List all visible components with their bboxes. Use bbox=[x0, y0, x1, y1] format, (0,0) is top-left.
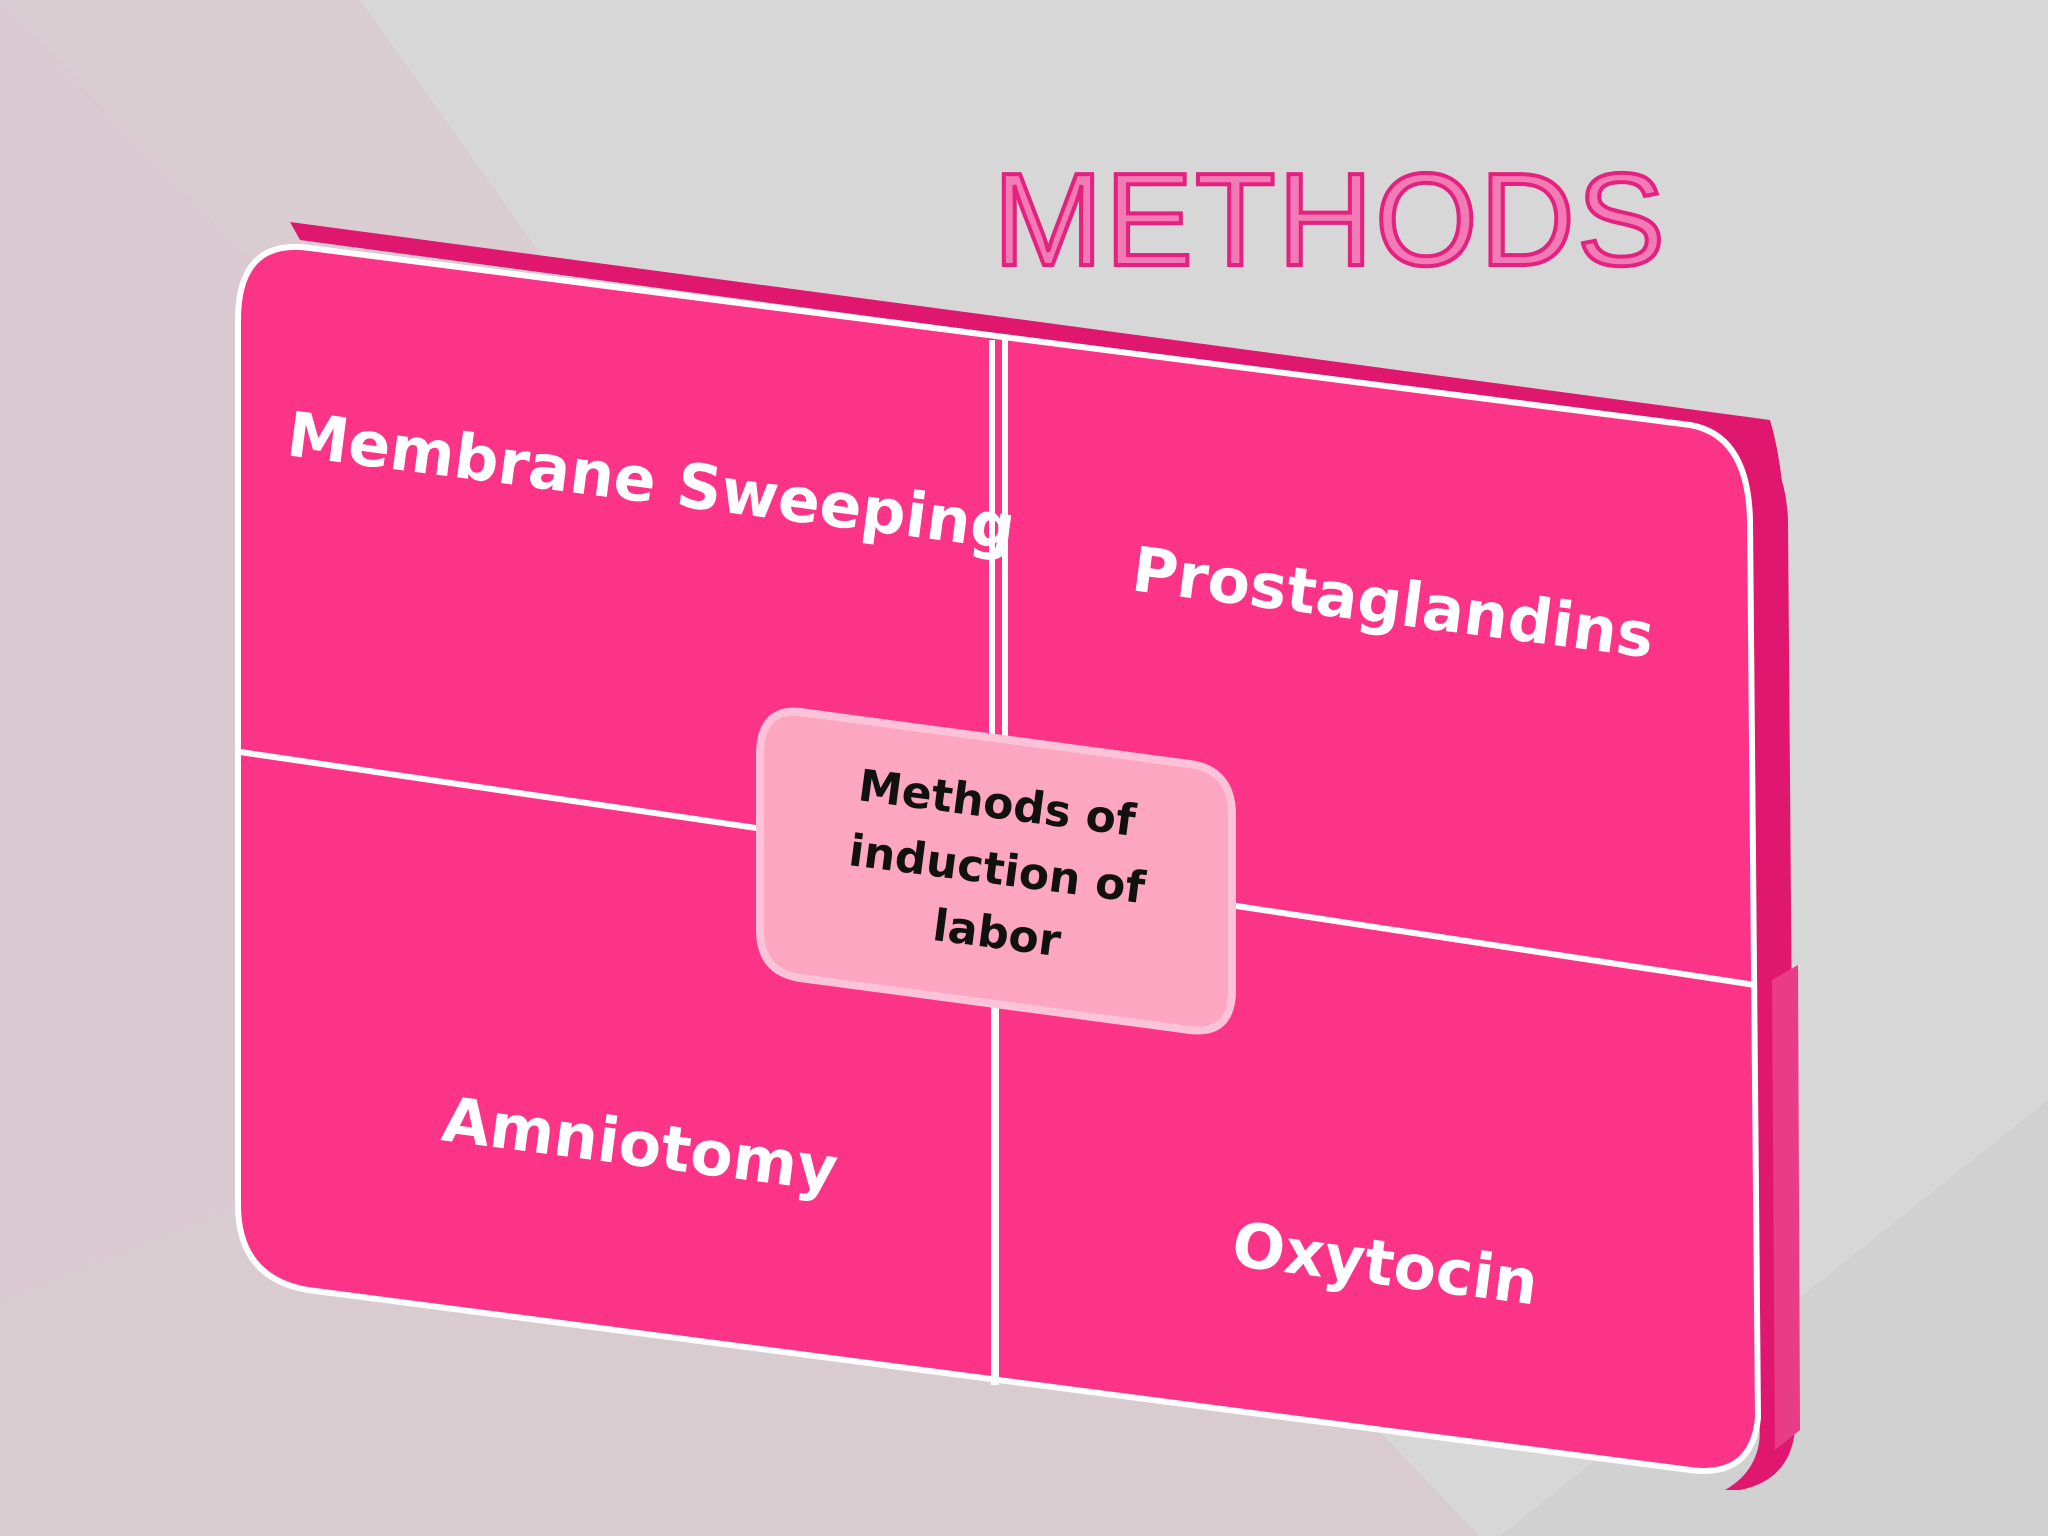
center-box bbox=[756, 707, 1236, 1035]
horizontal-divider-right bbox=[1229, 902, 1756, 988]
slide-title: METHODS bbox=[991, 146, 1667, 293]
horizontal-divider-left bbox=[239, 749, 771, 833]
